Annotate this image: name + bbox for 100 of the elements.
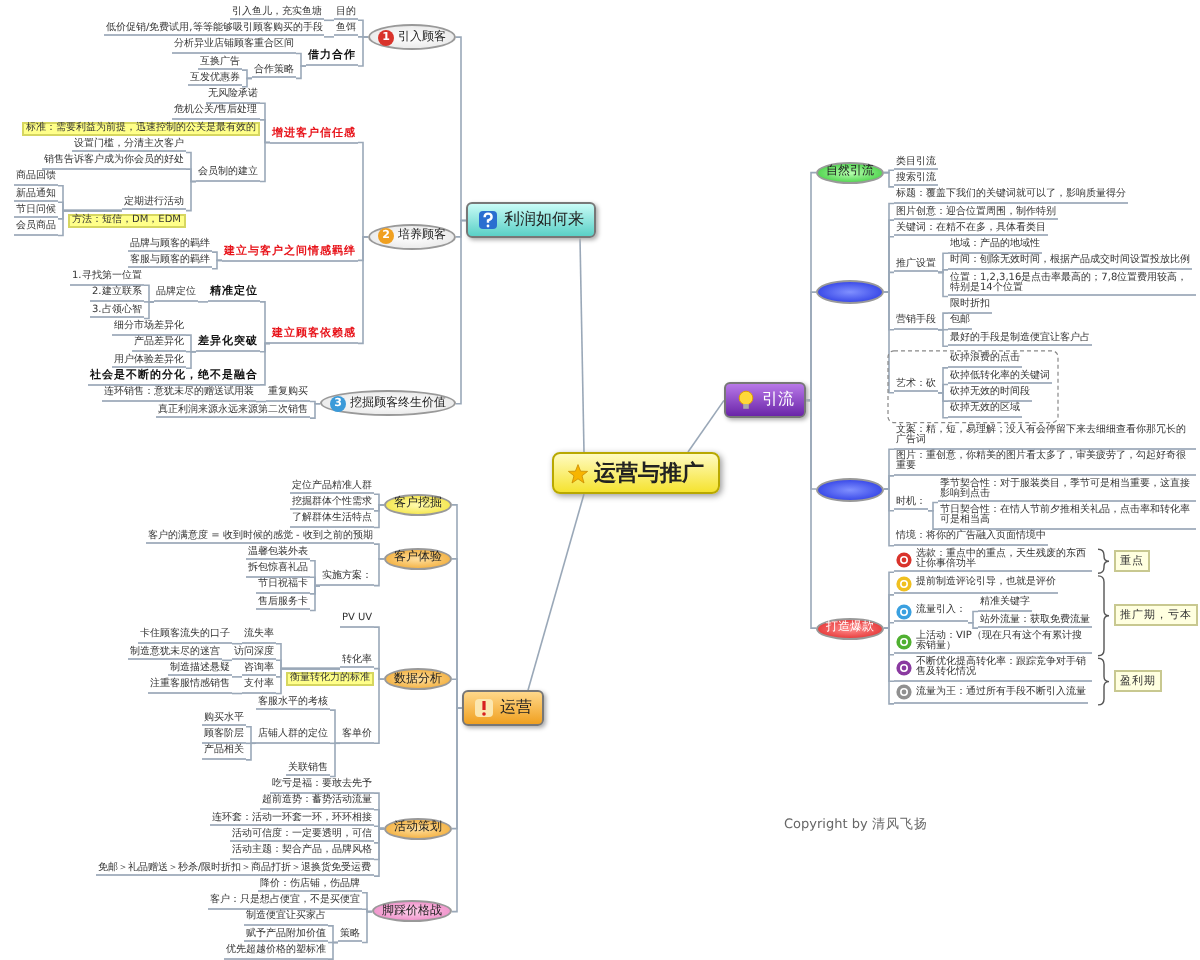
underlined-subtopic <box>222 247 358 262</box>
connector <box>451 678 463 710</box>
connector <box>357 236 369 345</box>
connector <box>883 488 895 547</box>
underlined-topic <box>894 452 1196 476</box>
connector <box>883 475 895 490</box>
connector <box>143 301 155 320</box>
connector <box>259 301 271 345</box>
main-branch-box <box>462 690 544 727</box>
connector <box>883 171 895 188</box>
connector <box>245 742 257 761</box>
connector <box>309 576 321 587</box>
underlined-subtopic <box>196 338 260 353</box>
connector <box>295 52 307 67</box>
underlined-topic <box>894 426 1196 450</box>
connector <box>357 19 369 38</box>
connector <box>185 168 197 183</box>
underlined-topic <box>894 603 968 623</box>
connector <box>883 622 895 629</box>
connector <box>57 209 123 237</box>
topic-bubble <box>816 280 884 305</box>
underlined-subtopic <box>270 129 358 144</box>
connector <box>259 119 271 144</box>
connector <box>143 284 155 303</box>
underlined-subtopic <box>208 288 260 303</box>
connector <box>373 543 385 560</box>
underlined-topic <box>894 575 1058 595</box>
topic-bubble <box>384 547 452 570</box>
underlined-topic <box>894 631 1092 655</box>
connector <box>361 891 373 913</box>
connector <box>937 392 949 419</box>
connector <box>255 400 267 403</box>
connector <box>357 141 369 238</box>
topic-bubble <box>816 617 884 640</box>
connector <box>185 350 197 370</box>
topic-bubble <box>384 817 452 840</box>
connector <box>937 312 949 331</box>
connector <box>259 141 271 183</box>
underlined-topic <box>894 658 1092 682</box>
connector <box>185 334 197 353</box>
connector <box>329 742 341 778</box>
connector <box>455 219 467 405</box>
connector <box>231 676 243 678</box>
connector <box>373 825 385 830</box>
connector <box>211 259 223 270</box>
connector <box>805 399 817 629</box>
topic-text: 引流 <box>762 392 794 409</box>
topic-bubble <box>368 24 456 51</box>
central-topic-box <box>552 452 720 494</box>
underlined-subtopic <box>88 371 260 386</box>
topic-bubble <box>372 900 452 923</box>
connector <box>927 510 939 530</box>
main-branch-box <box>724 382 806 419</box>
connector <box>373 808 385 830</box>
connector <box>373 504 385 529</box>
connector <box>455 36 467 222</box>
topic-bubble <box>384 493 452 516</box>
connector <box>241 77 253 88</box>
connector <box>937 383 949 394</box>
connector <box>327 941 339 960</box>
connector <box>231 692 243 695</box>
connector <box>937 271 949 298</box>
topic-text: 利润如何来 <box>504 212 584 229</box>
topic-bubble <box>816 161 884 184</box>
connector <box>231 642 243 645</box>
connector <box>361 908 373 913</box>
underlined-subtopic <box>306 52 358 67</box>
connector <box>373 678 385 745</box>
connector <box>357 36 369 67</box>
connector <box>579 237 585 453</box>
connector <box>259 342 271 386</box>
connector <box>241 69 253 80</box>
underlined-topic <box>894 549 1092 573</box>
topic-text: 运营与推广 <box>594 462 704 484</box>
topic-bubble <box>816 477 884 501</box>
main-branch-box <box>466 202 596 239</box>
connector <box>327 925 339 944</box>
connector <box>805 291 817 402</box>
connector <box>883 291 895 394</box>
topic-bubble <box>320 390 456 417</box>
topic-bubble <box>384 668 452 691</box>
connector <box>373 493 385 506</box>
connector <box>451 707 463 913</box>
connector <box>373 827 385 877</box>
connector <box>883 627 895 705</box>
connector <box>361 910 373 944</box>
connector <box>211 251 223 262</box>
connector <box>309 400 321 405</box>
connector <box>309 584 321 612</box>
connector <box>309 403 321 419</box>
connector <box>295 65 307 80</box>
connector <box>883 271 895 293</box>
connector <box>197 301 209 303</box>
connector <box>967 610 979 624</box>
connector <box>329 709 341 745</box>
connector <box>937 269 949 274</box>
connector <box>275 667 341 695</box>
connector <box>967 622 979 629</box>
connector <box>185 180 197 212</box>
connector <box>323 19 335 22</box>
